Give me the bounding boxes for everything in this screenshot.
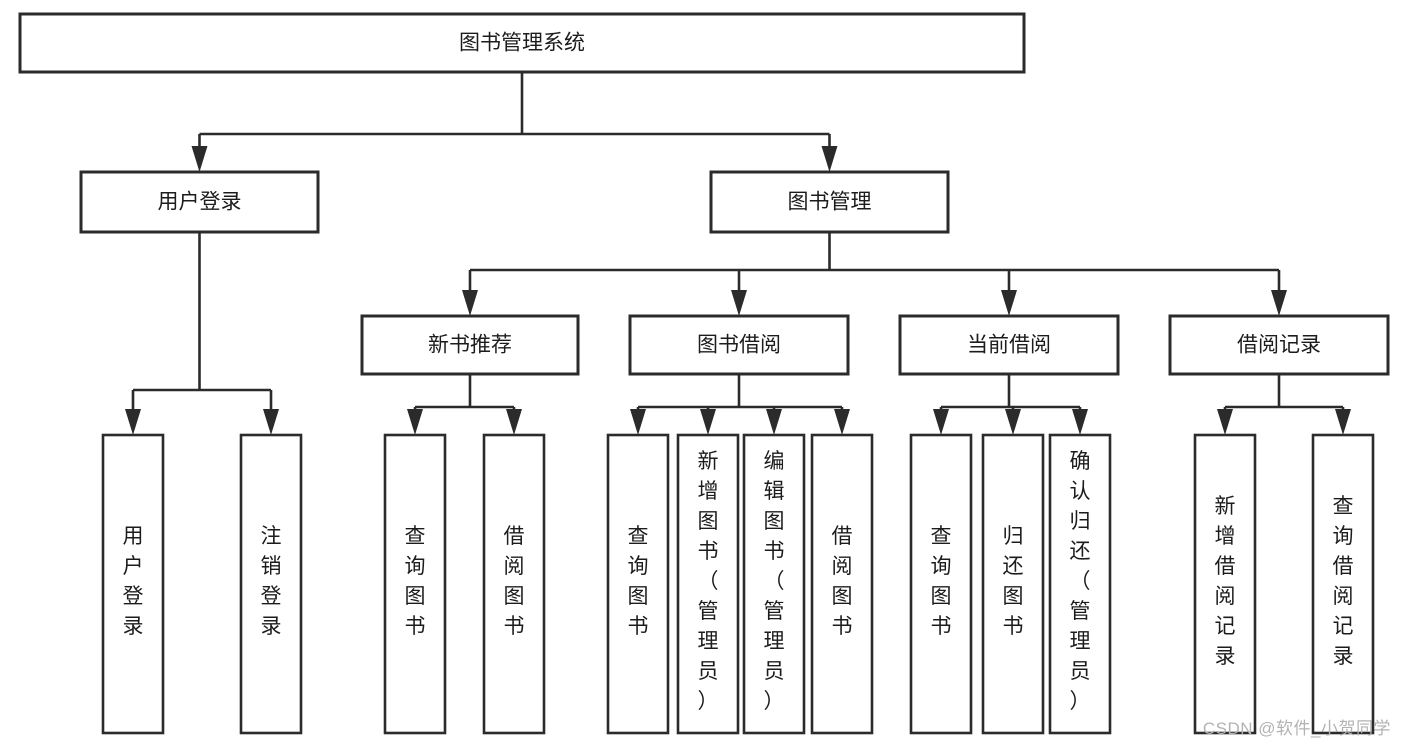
node-box-query-book-1 bbox=[383, 433, 447, 735]
node-label-root: 图书管理系统 bbox=[459, 32, 585, 55]
node-box-add-borrow-record bbox=[1193, 433, 1257, 735]
node-box-borrow-book-2 bbox=[810, 433, 874, 735]
arrow-head-icon-edit-book-admin bbox=[766, 409, 782, 435]
arrow-head-icon-query-borrow-record bbox=[1335, 409, 1351, 435]
arrow-head-icon-book-borrow bbox=[731, 290, 747, 316]
node-return-book[interactable]: 归还图书 bbox=[981, 433, 1045, 735]
node-box-current-borrow bbox=[898, 314, 1120, 376]
node-box-return-book bbox=[981, 433, 1045, 735]
node-box-new-book-rec bbox=[360, 314, 580, 376]
node-query-borrow-record[interactable]: 查询借阅记录 bbox=[1311, 433, 1375, 735]
node-user-logout[interactable]: 注销登录 bbox=[239, 433, 303, 735]
arrow-head-icon-query-book-1 bbox=[407, 409, 423, 435]
node-layer: 图书管理系统用户登录用户登录注销登录图书管理新书推荐查询图书借阅图书图书借阅查询… bbox=[18, 12, 1390, 735]
node-borrow-book-2[interactable]: 借阅图书 bbox=[810, 433, 874, 735]
arrow-head-icon-confirm-return-admin bbox=[1072, 409, 1088, 435]
node-label-query-book-2: 查询图书 bbox=[628, 525, 649, 638]
arrow-head-icon-add-book-admin bbox=[700, 409, 716, 435]
arrow-head-icon-query-book-2 bbox=[630, 409, 646, 435]
node-query-book-1[interactable]: 查询图书 bbox=[383, 433, 447, 735]
node-book-borrow[interactable]: 图书借阅 bbox=[628, 314, 850, 376]
connector-layer bbox=[125, 72, 1351, 435]
node-box-user-logout bbox=[239, 433, 303, 735]
node-box-edit-book-admin bbox=[742, 433, 806, 735]
node-label-user-logout: 注销登录 bbox=[261, 525, 282, 638]
arrow-head-icon-user-logout bbox=[263, 409, 279, 435]
node-label-new-book-rec: 新书推荐 bbox=[428, 334, 512, 357]
node-label-query-book-1: 查询图书 bbox=[405, 525, 426, 638]
node-label-add-borrow-record: 新增借阅记录 bbox=[1215, 495, 1236, 668]
node-root[interactable]: 图书管理系统 bbox=[18, 12, 1026, 74]
arrow-head-icon-new-book-rec bbox=[462, 290, 478, 316]
node-query-book-2[interactable]: 查询图书 bbox=[606, 433, 670, 735]
node-label-user-login-do: 用户登录 bbox=[123, 525, 144, 638]
arrow-head-icon-book-manage bbox=[821, 146, 838, 172]
node-label-query-book-3: 查询图书 bbox=[931, 525, 952, 638]
node-label-return-book: 归还图书 bbox=[1003, 525, 1024, 638]
node-box-root bbox=[18, 12, 1026, 74]
node-label-borrow-record: 借阅记录 bbox=[1237, 334, 1321, 357]
node-box-user-login-do bbox=[101, 433, 165, 735]
node-box-query-book-2 bbox=[606, 433, 670, 735]
node-borrow-book-1[interactable]: 借阅图书 bbox=[482, 433, 546, 735]
node-label-borrow-book-2: 借阅图书 bbox=[832, 525, 853, 638]
node-box-query-borrow-record bbox=[1311, 433, 1375, 735]
node-add-book-admin[interactable]: 新增图书（管理员） bbox=[676, 433, 740, 735]
node-new-book-rec[interactable]: 新书推荐 bbox=[360, 314, 580, 376]
node-label-book-manage: 图书管理 bbox=[788, 191, 872, 214]
node-box-query-book-3 bbox=[909, 433, 973, 735]
node-label-user-login: 用户登录 bbox=[158, 191, 242, 214]
node-box-book-borrow bbox=[628, 314, 850, 376]
node-label-book-borrow: 图书借阅 bbox=[697, 334, 781, 357]
node-add-borrow-record[interactable]: 新增借阅记录 bbox=[1193, 433, 1257, 735]
arrow-head-icon-user-login bbox=[191, 146, 208, 172]
watermark-text: CSDN @软件_小贺同学 bbox=[1202, 719, 1391, 738]
node-label-query-borrow-record: 查询借阅记录 bbox=[1333, 495, 1354, 668]
node-box-user-login bbox=[79, 170, 320, 234]
arrow-head-icon-borrow-book-1 bbox=[506, 409, 522, 435]
arrow-head-icon-return-book bbox=[1005, 409, 1021, 435]
node-box-borrow-book-1 bbox=[482, 433, 546, 735]
node-book-manage[interactable]: 图书管理 bbox=[709, 170, 950, 234]
node-current-borrow[interactable]: 当前借阅 bbox=[898, 314, 1120, 376]
node-label-current-borrow: 当前借阅 bbox=[967, 334, 1051, 357]
arrow-head-icon-current-borrow bbox=[1001, 290, 1017, 316]
arrow-head-icon-user-login-do bbox=[125, 409, 141, 435]
node-borrow-record[interactable]: 借阅记录 bbox=[1168, 314, 1390, 376]
node-label-borrow-book-1: 借阅图书 bbox=[504, 525, 525, 638]
node-label-edit-book-admin: 编辑图书（管理员） bbox=[764, 450, 785, 713]
node-label-confirm-return-admin: 确认归还（管理员） bbox=[1070, 450, 1091, 713]
node-box-confirm-return-admin bbox=[1048, 433, 1112, 735]
node-box-add-book-admin bbox=[676, 433, 740, 735]
node-edit-book-admin[interactable]: 编辑图书（管理员） bbox=[742, 433, 806, 735]
node-box-book-manage bbox=[709, 170, 950, 234]
node-query-book-3[interactable]: 查询图书 bbox=[909, 433, 973, 735]
node-box-borrow-record bbox=[1168, 314, 1390, 376]
node-user-login[interactable]: 用户登录 bbox=[79, 170, 320, 234]
arrow-head-icon-add-borrow-record bbox=[1217, 409, 1233, 435]
node-label-add-book-admin: 新增图书（管理员） bbox=[698, 450, 719, 713]
node-confirm-return-admin[interactable]: 确认归还（管理员） bbox=[1048, 433, 1112, 735]
node-user-login-do[interactable]: 用户登录 bbox=[101, 433, 165, 735]
arrow-head-icon-borrow-record bbox=[1271, 290, 1287, 316]
arrow-head-icon-query-book-3 bbox=[933, 409, 949, 435]
arrow-head-icon-borrow-book-2 bbox=[834, 409, 850, 435]
